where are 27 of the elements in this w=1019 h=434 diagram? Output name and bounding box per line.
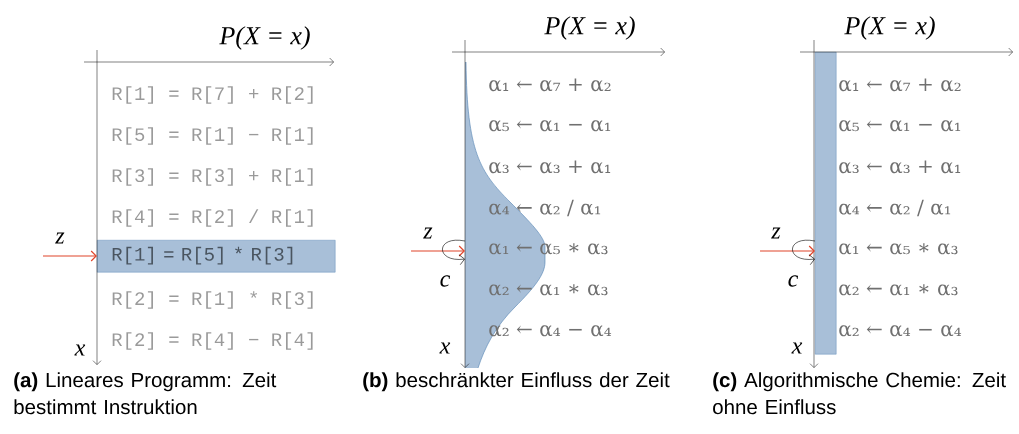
edge-label: z — [423, 227, 433, 239]
uniform-bar — [815, 52, 837, 355]
code-line: R[1] = R[7] + R[2] — [112, 86, 313, 104]
input-arrow — [759, 245, 815, 257]
edge-label: z — [771, 227, 781, 239]
edge-label: z — [55, 232, 65, 244]
subfigure-caption: (a) Lineares Programm: Zeit bestimmt Instruktion — [14, 372, 277, 415]
input-arrow — [410, 245, 465, 257]
rotation-arrow — [442, 239, 466, 265]
axis-label: P(X = x) — [844, 16, 935, 40]
axis-label: P(X = x) — [219, 26, 310, 50]
input-arrow — [42, 250, 97, 262]
rotation-arrow — [792, 239, 816, 265]
formula-line: α₃ ← α₃ + α₁ — [489, 160, 611, 174]
formula-line: α₄ ← α₂ / α₁ — [489, 199, 601, 217]
code-line: R[5] = R[1] − R[1] — [112, 127, 313, 145]
variable-label: x — [74, 344, 86, 356]
formula-line: α₁ ← α₇ + α₂ — [489, 78, 611, 92]
formula-line: α₅ ← α₁ − α₁ — [489, 120, 611, 132]
edge-label: c — [440, 275, 451, 287]
subfigure-caption: (c) Algorithmische Chemie: Zeit ohne Einfluss — [713, 372, 1006, 415]
code-line: R[2] = R[4] − R[4] — [112, 332, 313, 350]
edge-label: c — [788, 275, 799, 287]
axis-label: P(X = x) — [544, 16, 635, 40]
code-line: R[3] = R[3] + R[1] — [112, 168, 313, 186]
formula-line: α₂ ← α₁ ∗ α₃ — [489, 284, 608, 296]
code-line: R[2] = R[1] * R[3] — [112, 291, 313, 309]
